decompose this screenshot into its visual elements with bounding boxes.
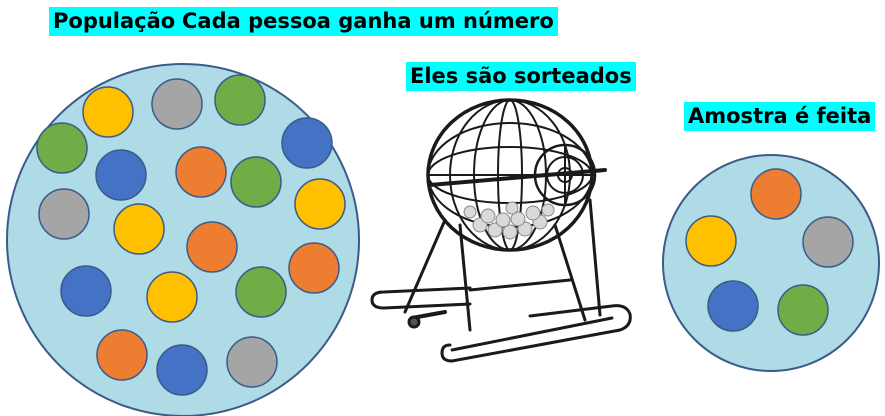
- sample-balls: [685, 168, 854, 336]
- population-ball-blue: [156, 344, 208, 396]
- population-ball-gray: [226, 336, 278, 388]
- population-ball-green: [214, 74, 266, 126]
- sample-label: Amostra é feita: [684, 102, 876, 131]
- population-ball-green: [230, 156, 282, 208]
- population-ball-green: [235, 266, 287, 318]
- population-circle: [6, 63, 360, 416]
- drawn-label: Eles são sorteados: [406, 62, 636, 91]
- population-ball-orange: [175, 146, 227, 198]
- population-ball-orange: [288, 242, 340, 294]
- population-ball-yellow: [146, 271, 198, 323]
- population-ball-green: [36, 122, 88, 174]
- sample-ball-gray: [802, 216, 854, 268]
- population-ball-blue: [281, 117, 333, 169]
- population-ball-gray: [151, 78, 203, 130]
- sample-ball-orange: [750, 168, 802, 220]
- population-balls: [36, 74, 346, 396]
- population-ball-yellow: [113, 203, 165, 255]
- sample-ball-yellow: [685, 215, 737, 267]
- population-label: População: [49, 7, 180, 36]
- population-ball-yellow: [82, 86, 134, 138]
- sample-ball-blue: [707, 280, 759, 332]
- population-ball-blue: [95, 149, 147, 201]
- sample-ball-green: [777, 284, 829, 336]
- population-ball-yellow: [294, 178, 346, 230]
- each-gets-number-label: Cada pessoa ganha um número: [178, 7, 558, 36]
- cage-balls: [463, 201, 555, 240]
- population-ball-blue: [60, 265, 112, 317]
- population-ball-gray: [38, 188, 90, 240]
- population-ball-orange: [96, 329, 148, 381]
- population-ball-orange: [186, 221, 238, 273]
